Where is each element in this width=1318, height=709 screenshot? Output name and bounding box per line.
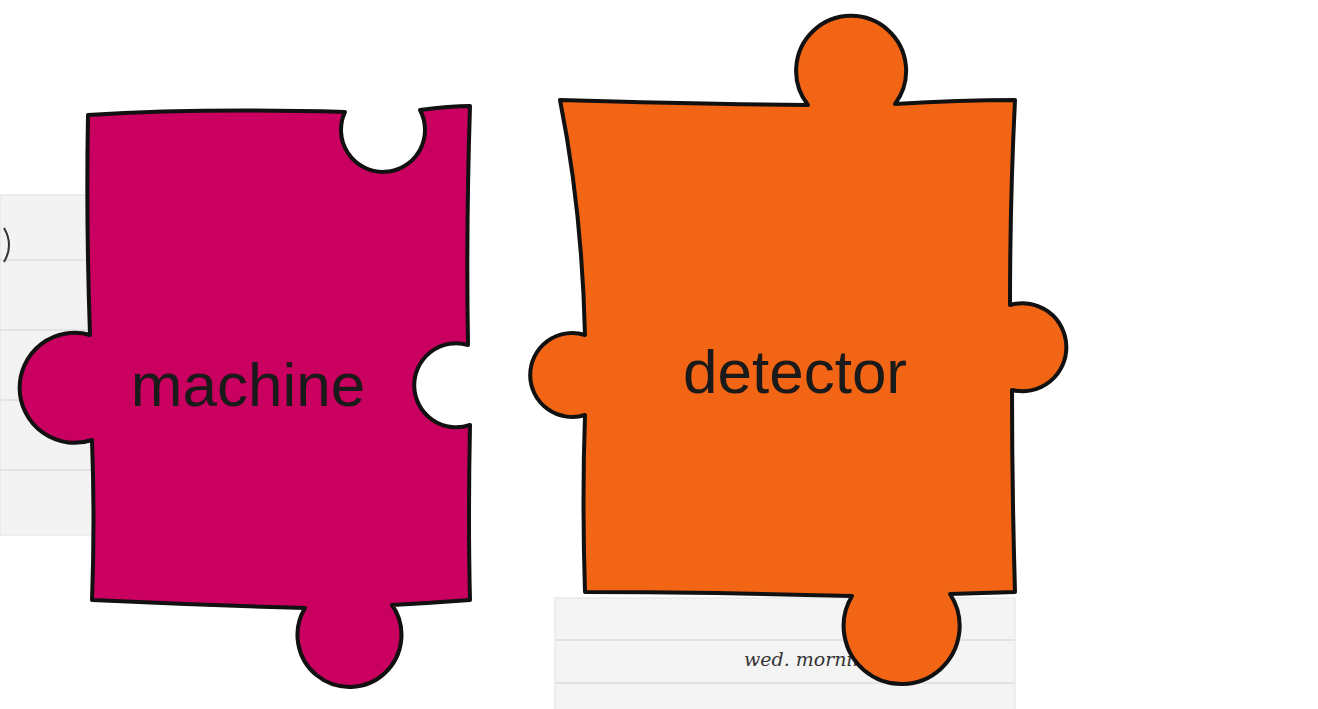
puzzle-shape bbox=[20, 106, 470, 687]
puzzle-piece: detector bbox=[515, 10, 1090, 709]
puzzle-shape bbox=[530, 16, 1066, 684]
piece-label: machine bbox=[131, 354, 365, 416]
puzzle-piece: machine bbox=[20, 90, 510, 705]
piece-label: detector bbox=[683, 341, 907, 403]
